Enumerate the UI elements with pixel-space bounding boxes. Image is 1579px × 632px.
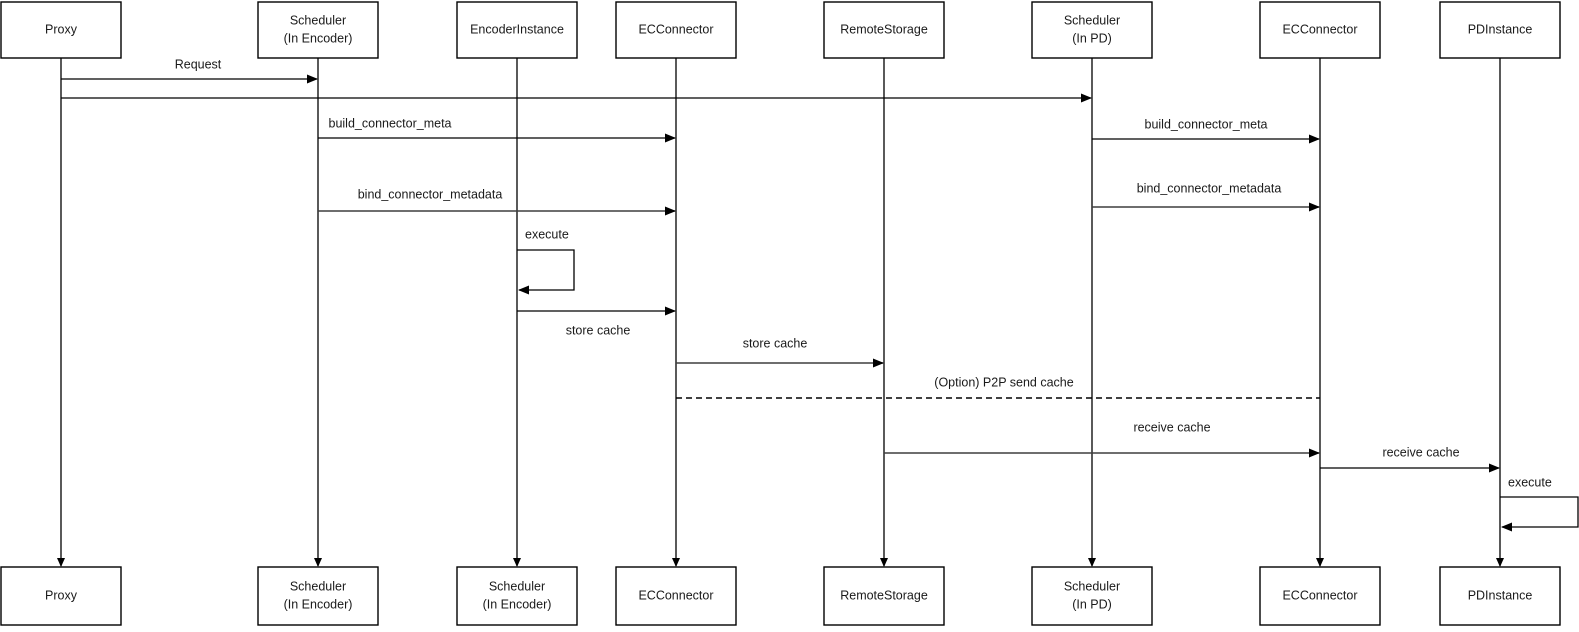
- participant-label: Scheduler: [1064, 13, 1120, 27]
- participant-bottom-sched-encoder-b2[interactable]: Scheduler (In Encoder): [456, 566, 578, 626]
- participant-top-encoder-inst[interactable]: EncoderInstance: [456, 1, 578, 59]
- participant-bottom-sched-pd-b[interactable]: Scheduler (In PD): [1031, 566, 1153, 626]
- participant-label: Proxy: [45, 22, 78, 36]
- participant-label: ECConnector: [1282, 588, 1357, 602]
- message-label: bind_connector_metadata: [358, 187, 503, 201]
- participant-label: RemoteStorage: [840, 588, 928, 602]
- message-label: build_connector_meta: [1145, 117, 1268, 131]
- participant-top-pd-instance[interactable]: PDInstance: [1439, 1, 1561, 59]
- self-messages-group: execute execute: [517, 227, 1579, 532]
- participant-sublabel: (In PD): [1072, 597, 1112, 611]
- participant-sublabel: (In Encoder): [483, 597, 552, 611]
- participant-sublabel: (In PD): [1072, 31, 1112, 45]
- message-label: receive cache: [1133, 420, 1210, 434]
- participant-label: RemoteStorage: [840, 22, 928, 36]
- self-message-s1[interactable]: execute: [517, 227, 575, 295]
- top-participant-boxes: Proxy Scheduler (In Encoder) EncoderInstanc…: [0, 1, 1561, 59]
- self-message-s2[interactable]: execute: [1500, 475, 1579, 532]
- message-m9[interactable]: (Option) P2P send cache: [676, 375, 1320, 399]
- participant-label: ECConnector: [638, 22, 713, 36]
- participant-sublabel: (In Encoder): [284, 31, 353, 45]
- participant-label: Scheduler: [489, 579, 545, 593]
- message-m7[interactable]: store cache: [517, 306, 676, 337]
- participant-top-ec-connector-l[interactable]: ECConnector: [615, 1, 737, 59]
- message-label: (Option) P2P send cache: [934, 375, 1073, 389]
- participant-bottom-pd-instance-b[interactable]: PDInstance: [1439, 566, 1561, 626]
- participant-label: Scheduler: [290, 13, 346, 27]
- participant-label: Scheduler: [290, 579, 346, 593]
- participant-top-sched-encoder[interactable]: Scheduler (In Encoder): [257, 1, 379, 59]
- participant-label: PDInstance: [1468, 588, 1533, 602]
- participant-top-sched-pd[interactable]: Scheduler (In PD): [1031, 1, 1153, 59]
- message-m8[interactable]: store cache: [676, 336, 884, 368]
- self-message-path: [1500, 496, 1579, 532]
- participant-label: Proxy: [45, 588, 78, 602]
- message-m11[interactable]: receive cache: [1320, 445, 1500, 473]
- message-m6[interactable]: bind_connector_metadata: [1092, 181, 1320, 212]
- self-message-label: execute: [1508, 475, 1552, 489]
- participant-bottom-ec-connector-lb[interactable]: ECConnector: [615, 566, 737, 626]
- message-m1[interactable]: Request: [61, 57, 318, 84]
- self-message-label: execute: [525, 227, 569, 241]
- message-label: build_connector_meta: [329, 116, 452, 130]
- message-m4[interactable]: build_connector_meta: [1092, 117, 1320, 144]
- participant-top-proxy[interactable]: Proxy: [0, 1, 122, 59]
- messages-group: Request build_connector_meta build_connect…: [61, 57, 1500, 473]
- bottom-participant-boxes: Proxy Scheduler (In Encoder) Scheduler (In E…: [0, 566, 1561, 626]
- message-label: store cache: [743, 336, 808, 350]
- participant-top-ec-connector-r[interactable]: ECConnector: [1259, 1, 1381, 59]
- participant-top-remote-storage[interactable]: RemoteStorage: [823, 1, 945, 59]
- participant-label: ECConnector: [638, 588, 713, 602]
- participant-label: ECConnector: [1282, 22, 1357, 36]
- message-m10[interactable]: receive cache: [884, 420, 1320, 458]
- participant-label: Scheduler: [1064, 579, 1120, 593]
- participant-sublabel: (In Encoder): [284, 597, 353, 611]
- message-label: store cache: [566, 323, 631, 337]
- participant-bottom-proxy-b[interactable]: Proxy: [0, 566, 122, 626]
- lifelines-group: [57, 58, 1504, 567]
- participant-label: EncoderInstance: [470, 22, 564, 36]
- message-label: receive cache: [1382, 445, 1459, 459]
- participant-label: PDInstance: [1468, 22, 1533, 36]
- message-label: Request: [175, 57, 222, 71]
- message-m3[interactable]: build_connector_meta: [318, 116, 676, 143]
- participant-bottom-sched-encoder-b[interactable]: Scheduler (In Encoder): [257, 566, 379, 626]
- message-m5[interactable]: bind_connector_metadata: [318, 187, 676, 216]
- self-message-path: [517, 249, 575, 295]
- participant-bottom-remote-storage-b[interactable]: RemoteStorage: [823, 566, 945, 626]
- message-label: bind_connector_metadata: [1137, 181, 1282, 195]
- participant-bottom-ec-connector-rb[interactable]: ECConnector: [1259, 566, 1381, 626]
